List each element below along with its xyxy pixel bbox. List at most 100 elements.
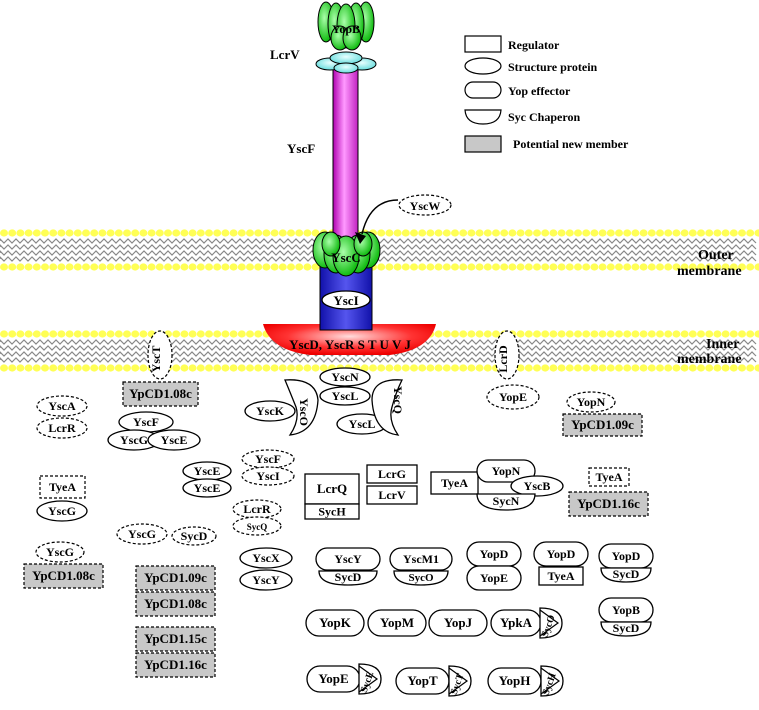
yscc-label: YscC bbox=[331, 250, 361, 265]
legend: Regulator Structure protein Yop effector… bbox=[464, 35, 629, 153]
sycD-d-label: SycD bbox=[613, 621, 640, 635]
lcrD-label: LcrD bbox=[496, 345, 510, 373]
legend-effector-swatch bbox=[464, 81, 502, 99]
yopB-b-label: YopB bbox=[612, 603, 640, 617]
yscG-b-label: YscG bbox=[120, 433, 148, 447]
inner-membrane-label-1: Inner bbox=[706, 337, 739, 352]
lcrR-a-label: LcrR bbox=[48, 421, 76, 435]
yscE-c-label: YscE bbox=[194, 464, 221, 478]
yscG-d-label: YscG bbox=[46, 545, 74, 559]
tyeA-d-node bbox=[538, 566, 584, 586]
lcrQ-label: LcrQ bbox=[317, 481, 347, 496]
yscF-c-label: YscF bbox=[255, 452, 281, 466]
sycD-b-node bbox=[318, 570, 378, 586]
sycD-d-node bbox=[600, 621, 652, 637]
yopN-b-label: YopN bbox=[492, 464, 521, 478]
ypcd108c-b-label: YpCD1.08c bbox=[32, 568, 95, 583]
yscI-c-label: YscI bbox=[256, 469, 280, 483]
lcrV-b-node bbox=[366, 485, 418, 505]
sycN-node bbox=[476, 493, 536, 511]
ysci-ring bbox=[321, 290, 371, 310]
tyeA-c-node bbox=[588, 467, 630, 487]
yscY-a-label: YscY bbox=[252, 573, 280, 587]
yscY-b-node bbox=[315, 547, 381, 571]
sycD-a-label: SycD bbox=[181, 529, 208, 543]
yscY-a-node bbox=[239, 569, 293, 591]
yscE-b-node bbox=[147, 429, 201, 451]
yscF-c-node bbox=[241, 449, 295, 469]
yopK-node bbox=[305, 609, 365, 637]
yopN-a-label: YopN bbox=[577, 395, 606, 409]
tyeA-a-label: TyeA bbox=[49, 480, 76, 494]
yopJ-label: YopJ bbox=[444, 615, 473, 630]
yscE-d-node bbox=[182, 478, 232, 498]
yscG-e-label: YscG bbox=[128, 527, 156, 541]
sycO-a-label: SycO bbox=[408, 572, 434, 584]
sycO-b-node bbox=[539, 607, 563, 639]
legend-potential-label: Potential new member bbox=[513, 137, 629, 151]
legend-regulator-label: Regulator bbox=[508, 38, 560, 52]
yscw-arrow bbox=[361, 199, 399, 235]
yscT-node bbox=[147, 330, 173, 380]
sycH-a-label: SycH bbox=[318, 505, 346, 519]
yopD-a-label: YopD bbox=[480, 547, 509, 561]
yscM1-label: YscM1 bbox=[403, 552, 439, 566]
yscN-label: YscN bbox=[331, 370, 359, 384]
yopM-label: YopM bbox=[380, 615, 414, 630]
yopT-label: YopT bbox=[407, 673, 438, 688]
lcrv-tip bbox=[315, 51, 377, 74]
ypcd116c-b-label: YpCD1.16c bbox=[144, 657, 207, 672]
lcrR-a-node bbox=[36, 417, 88, 439]
yopb-label: YopB bbox=[332, 22, 360, 36]
yscw-label: YscW bbox=[410, 199, 441, 213]
yscw-node bbox=[398, 194, 452, 216]
yscw-arrowhead bbox=[355, 232, 366, 244]
yscK-node bbox=[244, 400, 296, 422]
yscX-label: YscX bbox=[252, 551, 280, 565]
yopb-translocon bbox=[317, 1, 375, 51]
yopE-mem-label: YopE bbox=[499, 390, 527, 404]
ypcd108c-a-label: YpCD1.08c bbox=[129, 386, 192, 401]
legend-regulator-swatch bbox=[464, 35, 502, 53]
yopE-a-node bbox=[466, 565, 522, 591]
yscK-label: YscK bbox=[256, 404, 285, 418]
sycT-node bbox=[448, 665, 472, 697]
ypcd115c-label: YpCD1.15c bbox=[144, 631, 207, 646]
ypcd115c-node bbox=[135, 626, 216, 652]
ypcd116c-b-node bbox=[135, 652, 216, 678]
yscE-b-label: YscE bbox=[161, 433, 188, 447]
legend-structure-label: Structure protein bbox=[508, 60, 598, 74]
yscT-label: YscT bbox=[149, 346, 163, 373]
yscB-node bbox=[510, 475, 564, 497]
sycO-a-node bbox=[393, 570, 449, 586]
ysci-label: YscI bbox=[333, 293, 358, 308]
yscG-d-node bbox=[35, 541, 85, 563]
yopN-a-node bbox=[566, 391, 616, 413]
ypkA-label: YpkA bbox=[500, 615, 533, 630]
yscX-node bbox=[239, 547, 293, 569]
yscL-a-node bbox=[319, 386, 371, 406]
lcrG-label: LcrG bbox=[378, 467, 406, 481]
ypcd109c-a-label: YpCD1.09c bbox=[571, 417, 634, 432]
ypcd108c-c-node bbox=[135, 591, 216, 617]
yopJ-node bbox=[428, 609, 488, 637]
yscN-node bbox=[319, 367, 371, 387]
ypcd108c-c-label: YpCD1.08c bbox=[144, 596, 207, 611]
yopM-node bbox=[367, 609, 427, 637]
sycQ-small-label: SycQ bbox=[247, 522, 268, 532]
yscq-left-node bbox=[284, 379, 319, 436]
yopE-b-label: YopE bbox=[318, 671, 348, 686]
yscO-right-label: YscQ bbox=[391, 386, 405, 414]
tyeA-c-label: TyeA bbox=[595, 470, 622, 484]
tyeA-a-node bbox=[39, 475, 86, 499]
sycN-label: SycN bbox=[493, 494, 520, 508]
yopE-a-label: YopE bbox=[480, 571, 508, 585]
yscM1-node bbox=[389, 547, 453, 571]
yscc-ring bbox=[312, 231, 381, 277]
yopD-c-label: YopD bbox=[612, 549, 641, 563]
lcrV-b-label: LcrV bbox=[378, 488, 406, 502]
lcrv-label: LcrV bbox=[270, 47, 300, 62]
ypcd109c-b-label: YpCD1.09c bbox=[144, 570, 207, 585]
yscG-e-node bbox=[116, 523, 168, 545]
